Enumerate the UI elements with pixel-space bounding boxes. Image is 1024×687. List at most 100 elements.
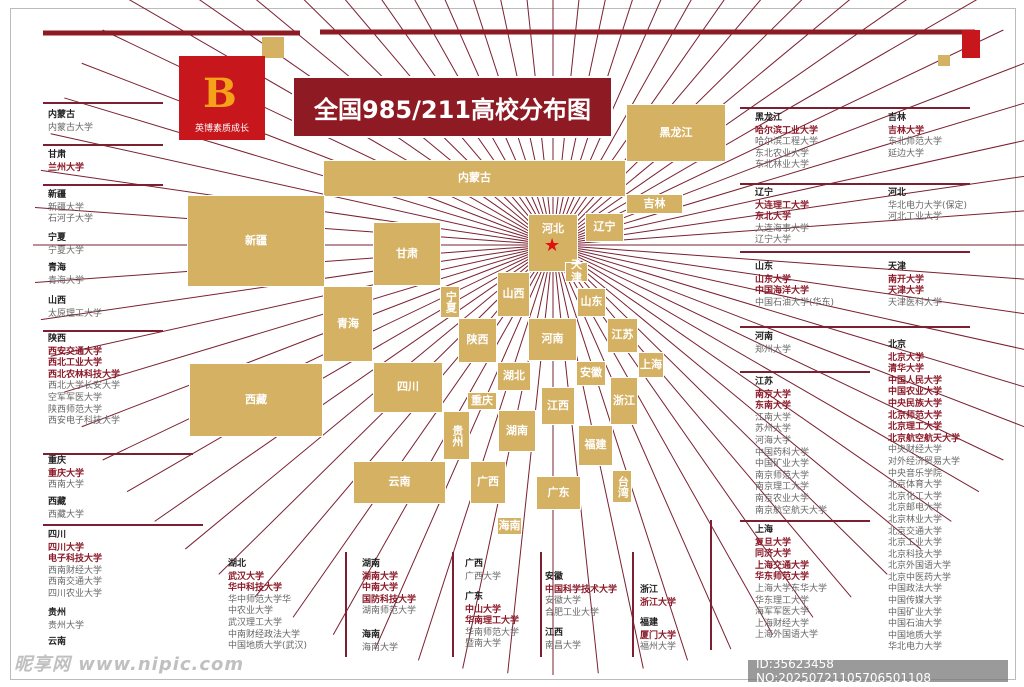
province-group: 陕西西安交通大学西北工业大学西北农林科技大学西北大学长安大学空军军医大学陕西师范… (48, 334, 120, 428)
province-group: 西藏西藏大学 (48, 497, 84, 521)
province-group: 江苏南京大学东南大学江南大学苏州大学河海大学中国药科大学中国矿业大学南京师范大学… (755, 377, 827, 517)
university-name: 北京中医药大学 (888, 572, 952, 583)
ray-line (417, 244, 554, 661)
province-name: 黑龙江 (755, 113, 783, 123)
university-name: 湖南大学 (362, 571, 399, 582)
university-name: 复旦大学 (755, 537, 792, 548)
province-block: 宁夏 (440, 286, 460, 318)
university-name: 华东理工大学 (755, 595, 810, 606)
province-name: 广东 (465, 592, 484, 602)
province-group: 甘肃兰州大学 (48, 150, 84, 174)
province-block: 河南 (528, 318, 577, 361)
university-name: 武汉理工大学 (228, 617, 283, 628)
divider (740, 251, 970, 253)
watermark-id: ID:35623458 NO:20250721105706501108 (748, 657, 1008, 685)
province-block: 内蒙古 (323, 160, 626, 197)
logo: B 英博素质成长 (179, 56, 265, 140)
university-name: 安徽大学 (545, 596, 582, 607)
ray-line (552, 244, 1024, 350)
university-name: 中国科学技术大学 (545, 584, 618, 595)
university-name: 东南大学 (755, 401, 792, 412)
province-name: 山东 (755, 262, 774, 272)
province-group: 浙江浙江大学 (640, 585, 676, 609)
province-block: 浙江 (610, 377, 638, 425)
province-group: 新疆新疆大学石河子大学 (48, 190, 93, 226)
university-name: 西北大学长安大学 (48, 381, 121, 392)
ray-line (126, 244, 554, 493)
province-group: 山东山东大学中国海洋大学中国石油大学(华东) (755, 262, 834, 309)
province-name: 山西 (48, 296, 67, 306)
ray-line (552, 0, 907, 246)
university-name: 中国药科大学 (755, 447, 810, 458)
university-name: 中国矿业大学 (755, 459, 810, 470)
divider (740, 107, 970, 109)
province-block: 陕西 (458, 318, 497, 363)
university-name: 对外经济贸易大学 (888, 456, 961, 467)
university-name: 宁夏大学 (48, 245, 85, 256)
university-name: 北京工业大学 (888, 538, 943, 549)
province-group: 江西南昌大学 (545, 628, 581, 652)
divider (740, 520, 870, 522)
university-name: 中央民族大学 (888, 398, 943, 409)
university-name: 南京大学 (755, 389, 792, 400)
province-name: 云南 (48, 637, 67, 647)
ray-line (552, 244, 922, 550)
university-name: 中国海洋大学 (755, 286, 810, 297)
university-name: 华南理工大学 (465, 616, 520, 627)
province-block: 山东 (577, 288, 606, 317)
university-name: 天津大学 (888, 286, 925, 297)
university-name: 兰州大学 (48, 162, 85, 173)
university-name: 辽宁大学 (755, 235, 792, 246)
divider (345, 552, 347, 657)
university-name: 上海财经大学 (755, 618, 810, 629)
university-name: 郑州大学 (755, 344, 792, 355)
province-name: 辽宁 (755, 188, 774, 198)
province-name: 江西 (545, 628, 564, 638)
ray-line (552, 102, 1024, 246)
university-name: 太原理工大学 (48, 308, 103, 319)
page-title: 全国985/211高校分布图 (292, 76, 613, 138)
province-name: 河北 (888, 188, 907, 198)
ray-line (552, 244, 980, 493)
province-block: 上海 (638, 352, 664, 378)
province-name: 青海 (48, 263, 67, 273)
ray-line (50, 244, 554, 357)
university-name: 北京师范大学 (888, 410, 943, 421)
province-name: 重庆 (48, 456, 67, 466)
ray-line (462, 244, 554, 669)
university-name: 东北林业大学 (755, 160, 810, 171)
university-name: 哈尔滨工业大学 (755, 125, 819, 136)
university-name: 陕西师范大学 (48, 404, 103, 415)
divider (43, 144, 163, 146)
university-name: 东北农业大学 (755, 148, 810, 159)
divider (452, 552, 454, 657)
university-name: 东北大学 (755, 212, 792, 223)
province-group: 天津南开大学天津大学天津医科大学 (888, 262, 942, 309)
divider (740, 183, 970, 185)
university-name: 中国地质大学 (888, 630, 943, 641)
ray-line (552, 244, 952, 522)
university-name: 青海大学 (48, 275, 85, 286)
province-group: 云南 (48, 637, 66, 650)
university-name: 西北农林科技大学 (48, 369, 121, 380)
ray-line (552, 244, 599, 674)
university-name: 四川农业大学 (48, 588, 103, 599)
divider (540, 552, 542, 657)
university-name: 新疆大学 (48, 202, 85, 213)
province-group: 重庆重庆大学西南大学 (48, 456, 84, 492)
ray-line (184, 244, 554, 550)
province-block: 黑龙江 (626, 104, 726, 162)
province-name: 宁夏 (48, 233, 67, 243)
province-group: 福建厦门大学福州大学 (640, 618, 676, 654)
university-name: 中国石油大学 (888, 619, 943, 630)
university-name: 内蒙古大学 (48, 122, 94, 133)
province-block: 重庆 (467, 392, 497, 410)
divider (43, 102, 163, 104)
poster-frame (10, 8, 1016, 680)
province-block: 四川 (373, 362, 443, 413)
university-name: 武汉大学 (228, 571, 265, 582)
university-name: 西安电子科技大学 (48, 416, 121, 427)
university-name: 北京科技大学 (888, 549, 943, 560)
province-block: 吉林 (626, 194, 683, 214)
